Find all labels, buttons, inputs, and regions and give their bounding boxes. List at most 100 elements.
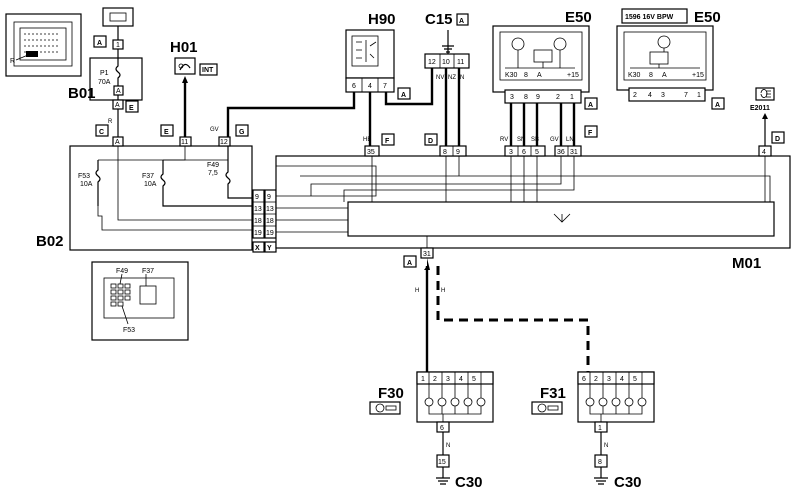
svg-text:4: 4: [368, 83, 372, 90]
svg-text:4: 4: [620, 376, 624, 383]
svg-text:6: 6: [440, 425, 444, 432]
svg-text:1: 1: [697, 92, 701, 99]
svg-text:1596 16V BPW: 1596 16V BPW: [625, 14, 674, 21]
svg-text:1: 1: [421, 376, 425, 383]
svg-text:D: D: [775, 136, 780, 143]
svg-text:11: 11: [457, 59, 464, 66]
svg-text:10A: 10A: [80, 181, 93, 188]
c15-label: C15: [425, 11, 453, 28]
svg-text:N: N: [460, 75, 464, 81]
svg-text:9: 9: [255, 194, 259, 201]
svg-text:2: 2: [594, 376, 598, 383]
svg-text:5: 5: [633, 376, 637, 383]
svg-text:6: 6: [522, 149, 526, 156]
svg-text:Y: Y: [267, 245, 272, 252]
svg-text:F37: F37: [142, 173, 154, 180]
svg-text:A: A: [715, 102, 720, 109]
svg-text:35: 35: [367, 149, 375, 156]
svg-text:1: 1: [598, 425, 602, 432]
battery: 1 A: [93, 7, 134, 50]
svg-text:F53: F53: [78, 173, 90, 180]
svg-text:4: 4: [762, 149, 766, 156]
svg-text:A: A: [662, 72, 667, 79]
svg-text:C: C: [99, 129, 104, 136]
svg-text:10: 10: [442, 59, 450, 66]
svg-text:P1: P1: [100, 70, 109, 77]
svg-text:SN: SN: [517, 137, 525, 143]
svg-text:9: 9: [267, 194, 271, 201]
e50-control-unit-b: 1596 16V BPW E50 K30 8 A +15 2 4 3 7 1 A: [616, 8, 725, 110]
tag-a-battery: A: [97, 40, 102, 47]
svg-text:19: 19: [254, 230, 262, 237]
svg-text:+15: +15: [567, 72, 579, 79]
svg-text:4: 4: [459, 376, 463, 383]
svg-text:3: 3: [607, 376, 611, 383]
svg-text:15: 15: [438, 459, 446, 466]
svg-text:X: X: [255, 245, 260, 252]
e50-control-unit-a: E50 K30 8 A +15 3 8 9 2 1 A: [492, 9, 598, 110]
svg-text:8: 8: [524, 72, 528, 79]
svg-text:A: A: [115, 102, 120, 109]
inset-engine-bay: R: [5, 13, 82, 77]
svg-text:H: H: [441, 288, 445, 294]
f30-label: F30: [378, 385, 404, 402]
svg-text:31: 31: [570, 149, 578, 156]
svg-text:9: 9: [536, 94, 540, 101]
h90-label: H90: [368, 11, 396, 28]
h01-ignition-switch: H01 INT: [170, 39, 218, 137]
svg-text:A: A: [588, 102, 593, 109]
svg-text:12: 12: [220, 139, 228, 146]
svg-text:70A: 70A: [98, 79, 111, 86]
svg-text:36: 36: [557, 149, 565, 156]
svg-text:8: 8: [649, 72, 653, 79]
svg-text:13: 13: [266, 206, 274, 213]
svg-text:G: G: [239, 129, 245, 136]
svg-text:2: 2: [556, 94, 560, 101]
f31-label: F31: [540, 385, 566, 402]
svg-text:18: 18: [266, 218, 274, 225]
svg-text:3: 3: [661, 92, 665, 99]
svg-text:8: 8: [524, 94, 528, 101]
svg-text:18: 18: [254, 218, 262, 225]
svg-text:GV: GV: [550, 137, 559, 143]
svg-text:SB: SB: [531, 137, 539, 143]
svg-text:11: 11: [181, 139, 188, 146]
svg-text:8: 8: [598, 459, 602, 466]
svg-text:6: 6: [582, 376, 586, 383]
mini-fuse-f53: F53: [123, 327, 135, 334]
m01-body-computer: M01 35 8 9 3 6 5 36 31 4 F D F 31 A: [275, 125, 791, 272]
svg-text:F: F: [385, 138, 390, 145]
svg-text:13: 13: [254, 206, 262, 213]
svg-text:K30: K30: [628, 72, 641, 79]
svg-text:H: H: [415, 288, 419, 294]
svg-text:HB: HB: [363, 137, 371, 143]
svg-text:A: A: [407, 260, 412, 267]
svg-text:5: 5: [472, 376, 476, 383]
svg-text:NZ: NZ: [448, 75, 456, 81]
b02-fusebox: A 11 12 C E G GV F53 10A F37 10A F49 7,5…: [36, 124, 277, 253]
svg-text:NV: NV: [436, 75, 444, 81]
harness-wires: HB RV SN SB GV LN H H: [226, 68, 590, 372]
f31-lamp-group: F31 6 2 3 4 5 1 N 8 C30: [531, 371, 655, 491]
svg-text:12: 12: [428, 59, 436, 66]
svg-text:1: 1: [570, 94, 574, 101]
svg-text:INT: INT: [202, 67, 214, 74]
svg-text:3: 3: [509, 149, 513, 156]
svg-text:5: 5: [535, 149, 539, 156]
svg-text:7: 7: [383, 83, 387, 90]
svg-text:GV: GV: [210, 127, 219, 133]
svg-text:LN: LN: [566, 137, 574, 143]
svg-text:+15: +15: [692, 72, 704, 79]
c15-ground: C15 A 12 10 11 NV NZ N: [424, 11, 470, 81]
svg-text:31: 31: [423, 251, 431, 258]
svg-text:F: F: [588, 130, 593, 137]
e2011-lamp: E2011 D: [750, 87, 785, 146]
svg-text:A: A: [401, 92, 406, 99]
svg-text:A: A: [115, 139, 120, 146]
svg-text:A: A: [537, 72, 542, 79]
svg-text:A: A: [116, 88, 121, 95]
inset-fusebox: F49 F37 F53: [91, 261, 189, 341]
svg-text:2: 2: [433, 376, 437, 383]
m01-label: M01: [732, 255, 761, 272]
svg-text:3: 3: [446, 376, 450, 383]
